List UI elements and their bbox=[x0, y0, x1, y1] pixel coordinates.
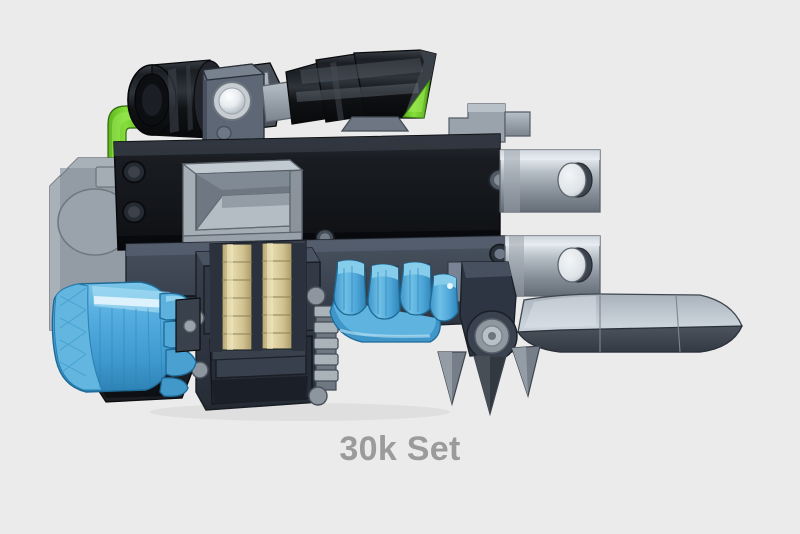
barrel-lower bbox=[504, 235, 601, 297]
gauntlet-fingers bbox=[329, 259, 459, 343]
scope-mount-block bbox=[202, 63, 266, 151]
bayonet-blade bbox=[516, 293, 744, 353]
caption-label: 30k Set bbox=[339, 430, 461, 468]
front-scope bbox=[261, 49, 437, 132]
ground-shadow bbox=[150, 403, 450, 421]
ammo-belt bbox=[209, 239, 307, 361]
ejection-port bbox=[181, 159, 304, 251]
barrel-upper bbox=[499, 149, 601, 213]
gauntlet-cuff bbox=[175, 297, 201, 353]
front-sight bbox=[448, 103, 531, 143]
gauntlet-fist bbox=[51, 281, 197, 397]
upper-receiver bbox=[113, 133, 512, 251]
bayonet-spikes bbox=[437, 345, 541, 417]
bayonet-mount bbox=[459, 261, 518, 362]
